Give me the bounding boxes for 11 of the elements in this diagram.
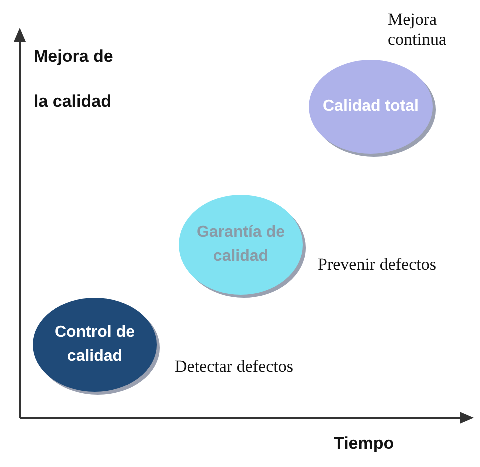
axis-title: Mejora de la calidad	[34, 46, 114, 113]
ellipse-node	[30, 295, 160, 395]
axis-title: Tiempo	[334, 433, 396, 455]
ellipse-node	[176, 192, 306, 298]
node-label: Control de calidad	[54, 323, 136, 367]
caption-text: Mejora continua	[388, 10, 448, 50]
node-label: Garantía de calidad	[196, 223, 286, 267]
ellipse-node	[306, 57, 436, 157]
node-label: Calidad total	[322, 97, 420, 117]
caption-text: Detectar defectos	[175, 357, 294, 377]
caption-text: Prevenir defectos	[318, 255, 436, 275]
